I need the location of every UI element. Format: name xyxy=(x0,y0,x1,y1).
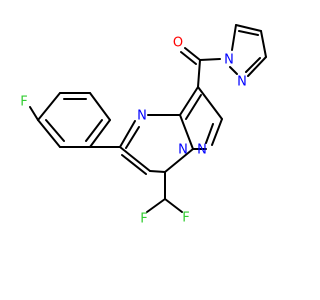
difluoromethyl-group xyxy=(146,171,183,213)
pyrazolyl-ring xyxy=(229,24,267,77)
nitrogen-label-pyrazole-1: N xyxy=(224,53,234,68)
fluorine-label-1: F xyxy=(140,212,147,227)
fluorophenyl-ring xyxy=(29,92,111,148)
molecule-structure: F N O N N N N F F xyxy=(20,24,267,227)
oxygen-label-carbonyl: O xyxy=(173,36,183,51)
nitrogen-label-pyrazole-2: N xyxy=(237,75,247,90)
nitrogen-label-core-bridge: N xyxy=(197,143,207,158)
fluorine-label-para: F xyxy=(20,95,27,110)
molecule-canvas: F N O N N N N F F xyxy=(20,24,267,227)
atom-labels: F N O N N N N F F xyxy=(20,36,247,227)
nitrogen-label-core-ring: N xyxy=(178,143,188,158)
carbonyl-group xyxy=(180,47,221,88)
fluorine-label-2: F xyxy=(182,211,189,226)
pyrazolo-pyrimidine-core xyxy=(119,86,223,175)
nitrogen-label-pyrimidine: N xyxy=(137,109,147,124)
